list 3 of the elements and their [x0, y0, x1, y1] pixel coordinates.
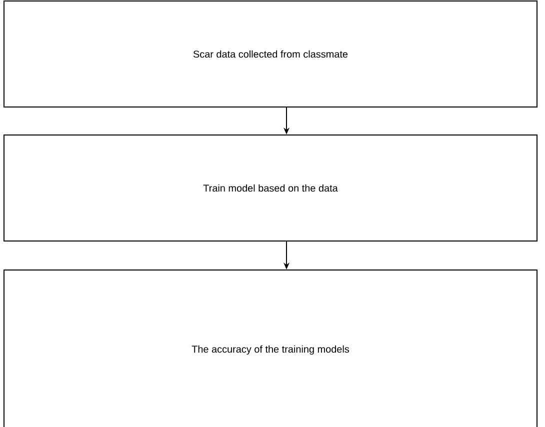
process-box: Scar data collected from classmate [4, 0, 538, 108]
process-box: Train model based on the data [4, 134, 538, 242]
process-box: The accuracy of the training models [4, 270, 538, 427]
